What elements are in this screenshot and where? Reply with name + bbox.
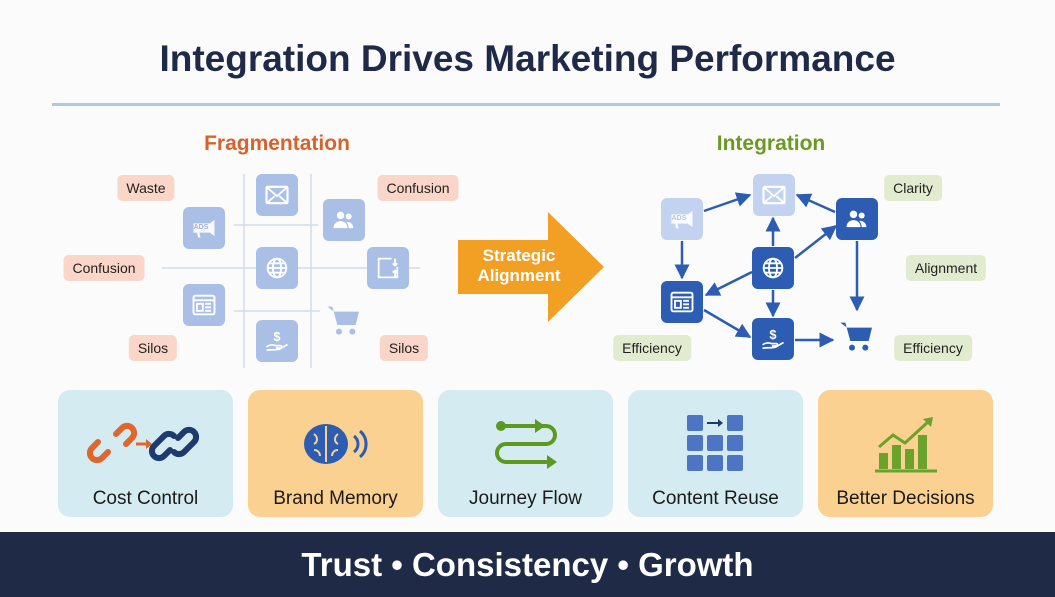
label-confusion: Confusion (377, 175, 459, 201)
label-silos: Silos (379, 335, 429, 361)
card-cost-control: Cost Control (58, 390, 233, 517)
label-alignment: Alignment (905, 255, 987, 281)
card-content-reuse: Content Reuse (628, 390, 803, 517)
ads-icon: ADS (183, 207, 225, 249)
card-label: Better Decisions (836, 488, 975, 509)
page-title: Integration Drives Marketing Performance (159, 38, 896, 79)
footer-tagline: Trust • Consistency • Growth (0, 532, 1055, 597)
globe-icon (256, 247, 298, 289)
arrow-label: Strategic Alignment (458, 246, 580, 286)
email-icon (753, 174, 795, 216)
card-label: Brand Memory (273, 488, 398, 509)
email-icon (256, 174, 298, 216)
label-waste: Waste (117, 175, 175, 201)
cart-icon (836, 315, 878, 357)
browser-icon (661, 281, 703, 323)
people-icon (836, 198, 878, 240)
export-icon (367, 247, 409, 289)
card-brand-memory: Brand Memory (248, 390, 423, 517)
brain-icon (296, 404, 376, 484)
ads-text: ADS (671, 215, 687, 222)
fragmentation-heading: Fragmentation (204, 132, 350, 155)
card-label: Journey Flow (469, 488, 582, 509)
title-divider (52, 103, 1000, 106)
ads-text: ADS (193, 224, 209, 231)
dollar-hand-icon (256, 320, 298, 362)
label-clarity: Clarity (884, 175, 942, 201)
content-grid-icon (685, 404, 747, 484)
label-confusion: Confusion (63, 255, 145, 281)
strategic-alignment-arrow (458, 212, 604, 322)
growth-chart-icon (871, 404, 941, 484)
browser-icon (183, 284, 225, 326)
integration-heading: Integration (716, 132, 826, 155)
arrow-label-line1: Strategic (482, 246, 556, 265)
card-journey-flow: Journey Flow (438, 390, 613, 517)
label-silos: Silos (128, 335, 178, 361)
arrow-label-line2: Alignment (477, 266, 561, 285)
people-icon (323, 199, 365, 241)
label-efficiency: Efficiency (894, 335, 972, 361)
globe-icon (752, 247, 794, 289)
ads-icon: ADS (661, 198, 703, 240)
journey-flow-icon (491, 404, 561, 484)
card-label: Cost Control (92, 488, 199, 509)
card-label: Content Reuse (652, 488, 779, 509)
dollar-hand-icon (752, 318, 794, 360)
card-better-decisions: Better Decisions (818, 390, 993, 517)
broken-link-icon (86, 404, 206, 484)
label-efficiency: Efficiency (613, 335, 691, 361)
